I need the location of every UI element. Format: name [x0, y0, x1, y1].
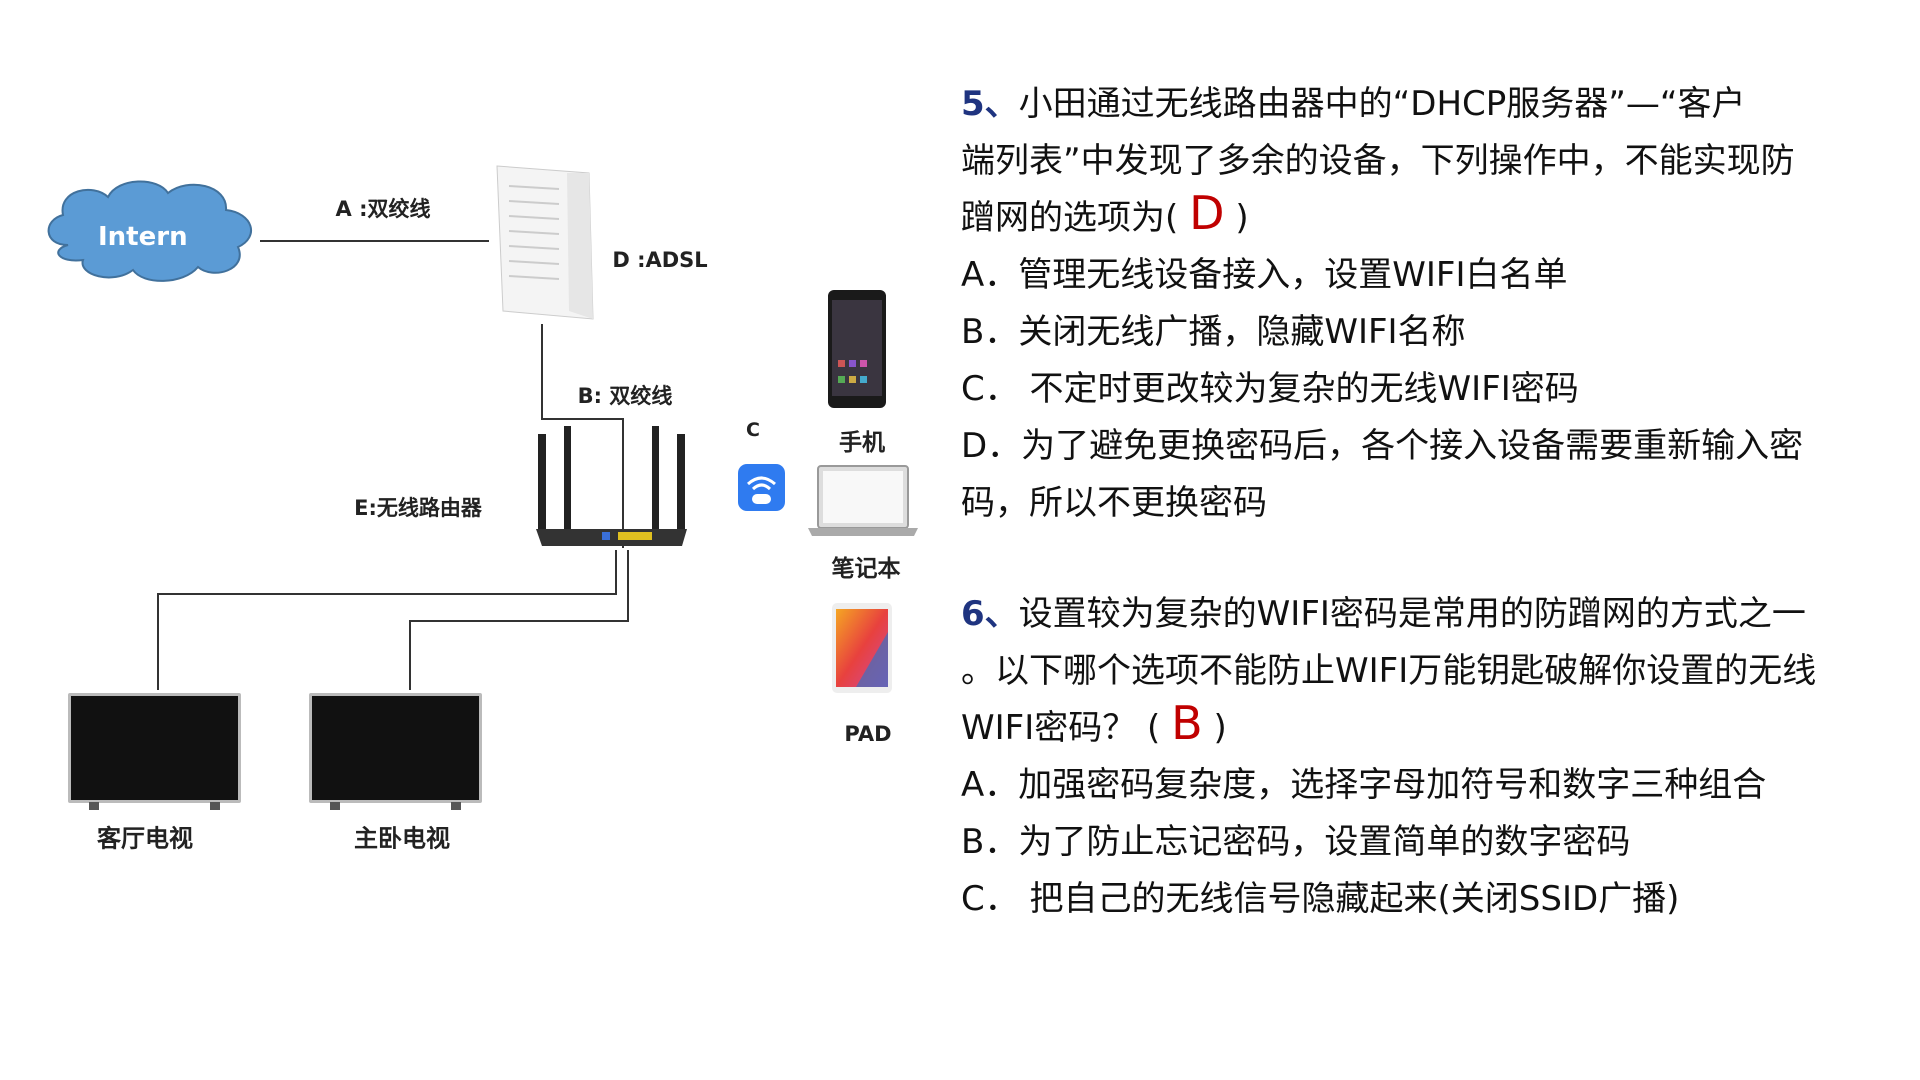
question-text: WIFI密码？ (: [961, 708, 1161, 748]
answer-close: ): [1235, 198, 1249, 238]
cloud-label: Intern: [98, 222, 188, 252]
answer-letter: B: [1171, 696, 1203, 750]
question-number: 5、: [961, 84, 1019, 124]
question-text: 蹭网的选项为(: [961, 198, 1179, 238]
cable-a: [260, 240, 489, 242]
wireless-label: C: [746, 419, 760, 441]
option-b: B．关闭无线广播，隐藏WIFI名称: [961, 312, 1466, 352]
tv2-label: 主卧电视: [354, 824, 450, 853]
question-5: 5、小田通过无线路由器中的“DHCP服务器”—“客户 端列表”中发现了多余的设备…: [961, 76, 1901, 532]
question-number: 6、: [961, 594, 1019, 634]
tv1-cable: [157, 593, 159, 690]
option-c: C． 把自己的无线信号隐藏起来(关闭SSID广播): [961, 879, 1680, 919]
question-text: 小田通过无线路由器中的“DHCP服务器”—“客户: [1018, 84, 1746, 124]
adsl-modem-icon: [496, 165, 594, 320]
wireless-router-icon: [536, 426, 687, 546]
answer-close: ): [1213, 708, 1227, 748]
question-text: 端列表”中发现了多余的设备，下列操作中，不能实现防: [961, 141, 1795, 181]
pad-label: PAD: [844, 722, 892, 746]
tv1-label: 客厅电视: [97, 824, 193, 853]
tv2-cable: [409, 620, 629, 622]
tv1-cable: [615, 550, 617, 595]
option-b: B．为了防止忘记密码，设置简单的数字密码: [961, 822, 1631, 862]
laptop-icon: [808, 465, 918, 536]
phone-icon: [828, 290, 886, 408]
modem-label: D :ADSL: [612, 248, 708, 272]
cloud-icon: [47, 180, 252, 282]
option-d-cont: 码，所以不更换密码: [961, 483, 1267, 523]
question-text: 。以下哪个选项不能防止WIFI万能钥匙破解你设置的无线: [961, 651, 1817, 691]
question-6: 6、设置较为复杂的WIFI密码是常用的防蹭网的方式之一 。以下哪个选项不能防止W…: [961, 586, 1901, 928]
laptop-label: 笔记本: [831, 556, 901, 582]
tv2-cable: [627, 550, 629, 622]
option-a: A．管理无线设备接入，设置WIFI白名单: [961, 255, 1568, 295]
living-room-tv-icon: [68, 693, 241, 810]
phone-label: 手机: [839, 430, 885, 456]
cable-a-label: A :双绞线: [335, 197, 431, 221]
question-text: 设置较为复杂的WIFI密码是常用的防蹭网的方式之一: [1018, 594, 1806, 634]
cable-b-segment: [541, 324, 543, 419]
pad-icon: [832, 603, 892, 693]
cable-b-segment: [541, 418, 624, 420]
cable-b-segment: [622, 418, 624, 548]
answer-letter: D: [1189, 186, 1225, 240]
cable-b-label: B: 双绞线: [577, 384, 673, 408]
wifi-icon: [738, 464, 785, 511]
option-a: A．加强密码复杂度，选择字母加符号和数字三种组合: [961, 765, 1767, 805]
tv2-cable: [409, 620, 411, 690]
bedroom-tv-icon: [309, 693, 482, 810]
option-c: C． 不定时更改较为复杂的无线WIFI密码: [961, 369, 1579, 409]
router-label: E:无线路由器: [354, 496, 482, 520]
tv1-cable: [157, 593, 617, 595]
option-d: D．为了避免更换密码后，各个接入设备需要重新输入密: [961, 426, 1804, 466]
